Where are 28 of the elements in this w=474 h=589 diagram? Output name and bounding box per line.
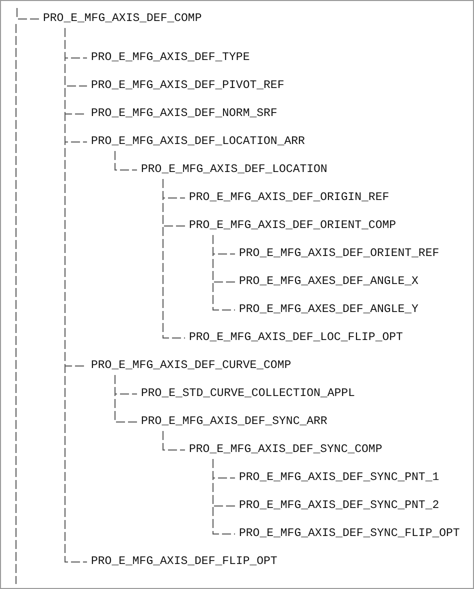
element-name: PRO_E_MFG_AXIS_DEF_ORIGIN_REF [188, 191, 390, 205]
element-name: PRO_E_MFG_AXIS_DEF_SYNC_COMP [188, 443, 384, 457]
element-name: PRO_E_MFG_AXIS_DEF_NORM_SRF [90, 107, 278, 121]
tree-connector [16, 8, 40, 20]
element-name: PRO_E_MFG_AXES_DEF_ANGLE_X [238, 275, 420, 289]
element-name: PRO_E_MFG_AXIS_DEF_LOCATION_ARR [90, 135, 306, 149]
tree-connector [64, 28, 88, 562]
tree-connector [114, 374, 138, 422]
element-name: PRO_E_MFG_AXIS_DEF_LOC_FLIP_OPT [188, 331, 404, 345]
element-name: PRO_E_MFG_AXIS_DEF_CURVE_COMP [90, 359, 292, 373]
element-name: PRO_E_MFG_AXIS_DEF_SYNC_PNT_2 [238, 499, 440, 513]
element-name: PRO_E_MFG_AXIS_DEF_ORIENT_REF [238, 247, 440, 261]
tree-connector [162, 430, 186, 450]
element-name: PRO_E_STD_CURVE_COLLECTION_APPL [140, 387, 356, 401]
element-name: PRO_E_MFG_AXIS_DEF_PIVOT_REF [90, 79, 286, 93]
element-name: PRO_E_MFG_AXIS_DEF_COMP [42, 12, 203, 26]
element-name: PRO_E_MFG_AXIS_DEF_LOCATION [140, 163, 328, 177]
element-name: PRO_E_MFG_AXES_DEF_ANGLE_Y [238, 303, 420, 317]
tree-connector [114, 150, 138, 170]
tree-connector [212, 234, 236, 310]
element-name: PRO_E_MFG_AXIS_DEF_TYPE [90, 51, 251, 65]
tree-connector [212, 458, 236, 534]
element-name: PRO_E_MFG_AXIS_DEF_SYNC_FLIP_OPT [238, 527, 461, 541]
tree-connector [162, 178, 186, 338]
element-name: PRO_E_MFG_AXIS_DEF_ORIENT_COMP [188, 219, 398, 233]
element-name: PRO_E_MFG_AXIS_DEF_SYNC_ARR [140, 415, 328, 429]
element-name: PRO_E_MFG_AXIS_DEF_FLIP_OPT [90, 555, 278, 569]
element-name: PRO_E_MFG_AXIS_DEF_SYNC_PNT_1 [238, 471, 440, 485]
